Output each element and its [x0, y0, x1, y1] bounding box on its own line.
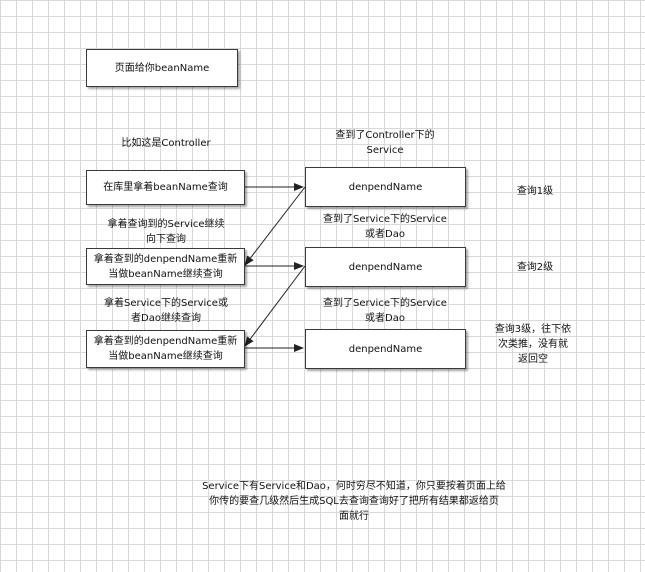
- arrow-denpend1-to-requery2: [244, 186, 306, 266]
- denpendname-box-1: denpendName: [305, 167, 466, 207]
- found-service-dao-label-2: 查到了Service下的Service 或者Dao: [323, 298, 447, 324]
- query-level-1-label: 查询1级: [516, 186, 554, 197]
- query-level-3-label: 查询3级，往下依 次类推，没有就 返回空: [494, 324, 572, 365]
- found-controller-service-label: 查到了Controller下的 Service: [335, 130, 435, 156]
- found-service-dao-label-1: 查到了Service下的Service 或者Dao: [323, 214, 447, 240]
- query-level-2-label: 查询2级: [516, 262, 554, 273]
- query-in-library-box: 在库里拿着beanName查询: [86, 170, 245, 205]
- requery-box-3: 拿着查到的denpendName重新当做beanName继续查询: [86, 330, 245, 368]
- requery-box-2: 拿着查到的denpendName重新当做beanName继续查询: [86, 248, 245, 285]
- arrow-denpend2-to-requery3: [244, 265, 306, 347]
- take-service-dao-label: 拿着Service下的Service或 者Dao继续查询: [104, 298, 228, 324]
- page-gives-beanname-box: 页面给你beanName: [86, 49, 238, 87]
- denpendname-box-3: denpendName: [305, 329, 466, 369]
- footer-note: Service下有Service和Dao，何时穷尽不知道，你只要按着页面上给 你…: [202, 481, 506, 522]
- continue-down-label: 拿着查询到的Service继续 向下查询: [107, 219, 225, 245]
- controller-example-label: 比如这是Controller: [121, 138, 211, 149]
- denpendname-box-2: denpendName: [305, 247, 466, 287]
